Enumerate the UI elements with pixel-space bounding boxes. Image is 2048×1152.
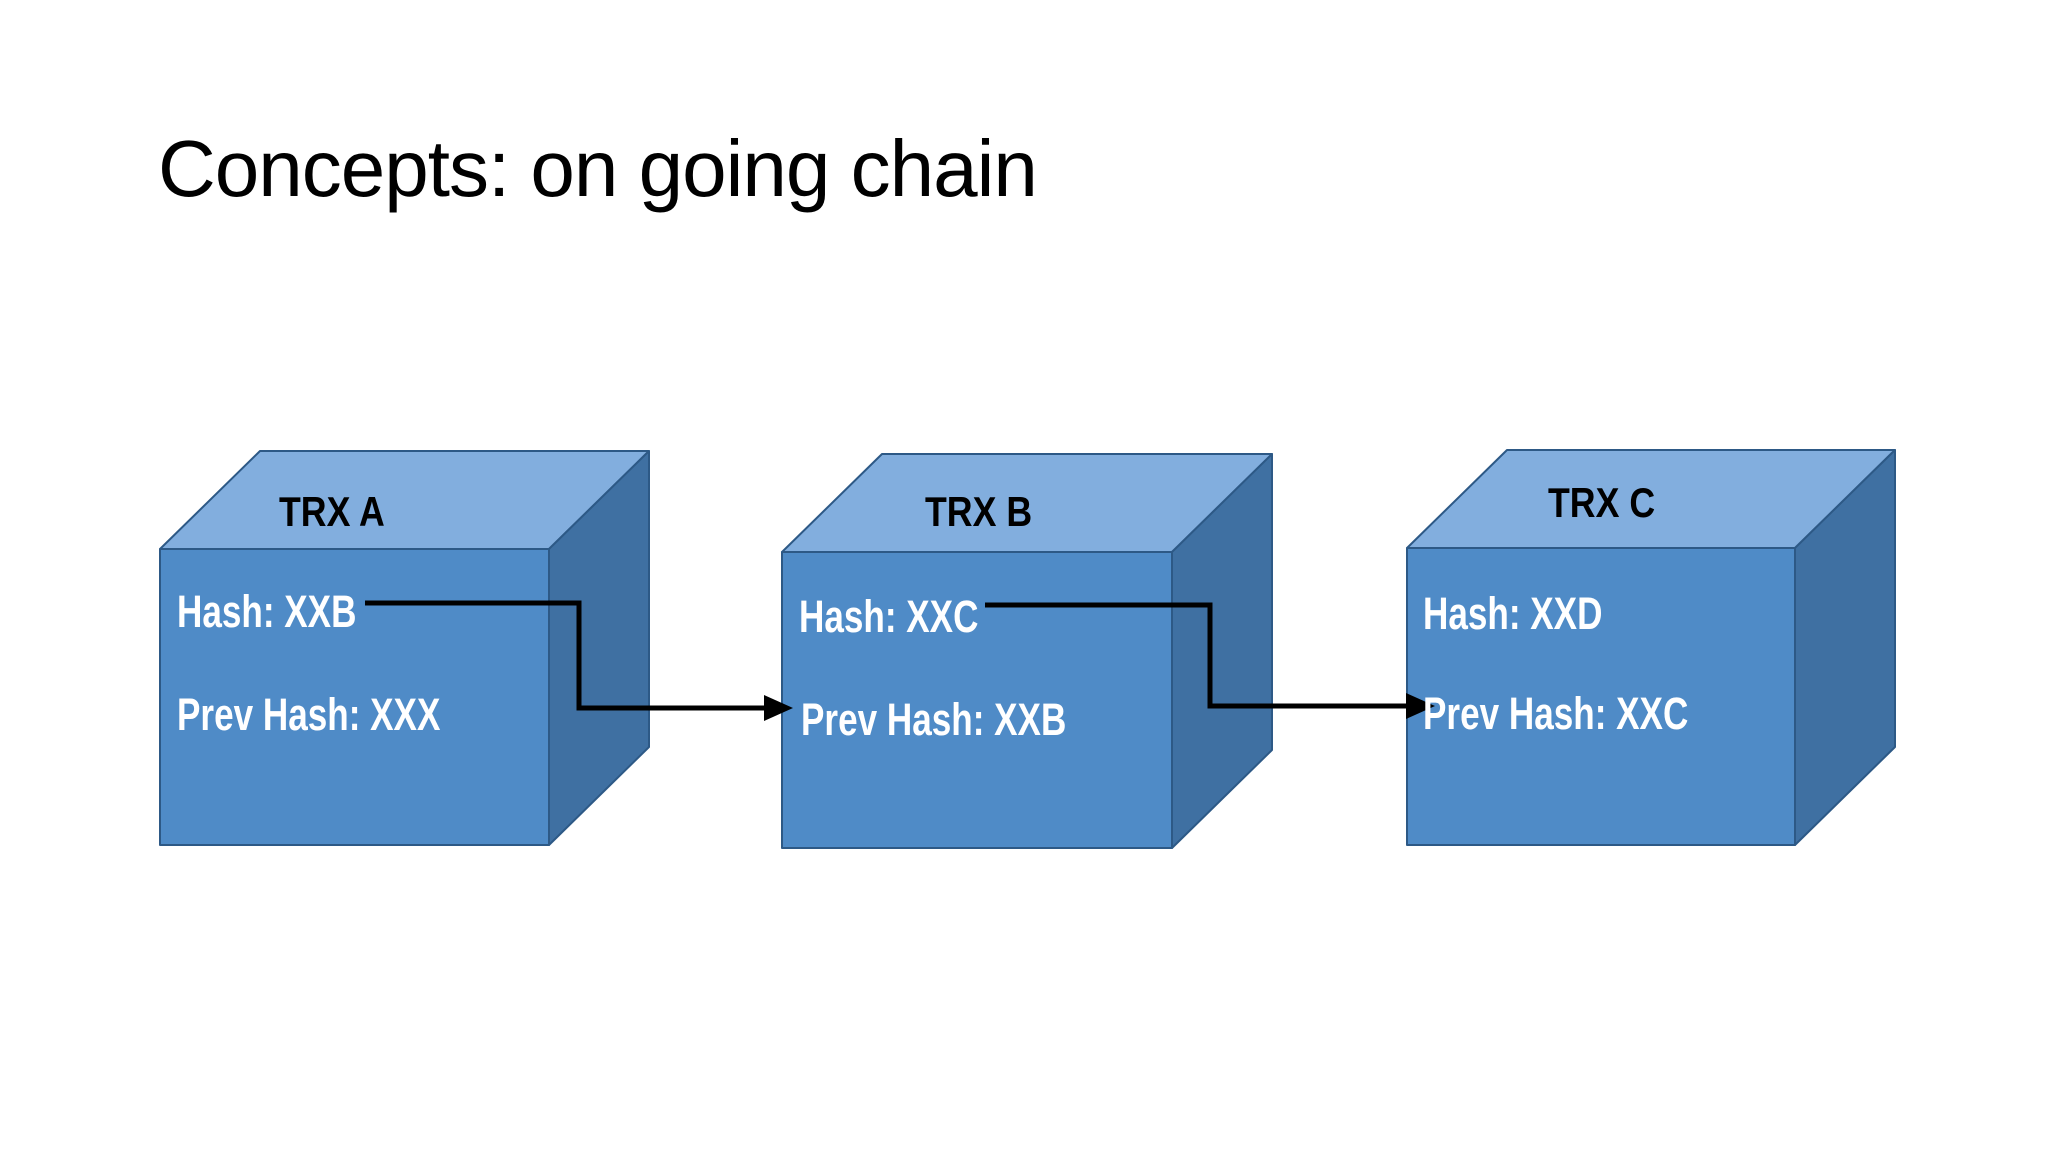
- arrow-b-to-c: [985, 602, 1435, 719]
- slide-title: Concepts: on going chain: [158, 124, 1038, 213]
- arrow-a-to-b-head: [764, 695, 793, 721]
- cube-trx-c: [1406, 449, 1896, 846]
- cube-b-name-label: TRX B: [925, 488, 1033, 535]
- cube-b-front-face: [781, 551, 1173, 849]
- cube-a-front-face: [159, 548, 550, 846]
- cube-c-prev-hash-text: Prev Hash: XXC: [1423, 688, 1689, 739]
- cube-a-prev-hash-text: Prev Hash: XXX: [177, 689, 441, 740]
- cube-a-hash-text: Hash: XXB: [177, 586, 357, 637]
- cube-b-prev-hash-text: Prev Hash: XXB: [801, 694, 1067, 745]
- cube-c-name-label: TRX C: [1548, 479, 1656, 526]
- cube-c-front-face: [1406, 547, 1796, 846]
- cube-trx-b: [781, 453, 1273, 849]
- arrow-b-to-c-line: [985, 602, 1407, 709]
- cube-a-name-label: TRX A: [279, 488, 385, 535]
- arrow-a-to-b: [365, 600, 793, 721]
- cube-trx-a: [159, 450, 650, 846]
- arrow-b-to-c-head: [1406, 693, 1435, 719]
- cube-c-hash-text: Hash: XXD: [1423, 588, 1603, 639]
- cube-b-hash-text: Hash: XXC: [799, 591, 979, 642]
- arrow-a-to-b-line: [365, 600, 765, 711]
